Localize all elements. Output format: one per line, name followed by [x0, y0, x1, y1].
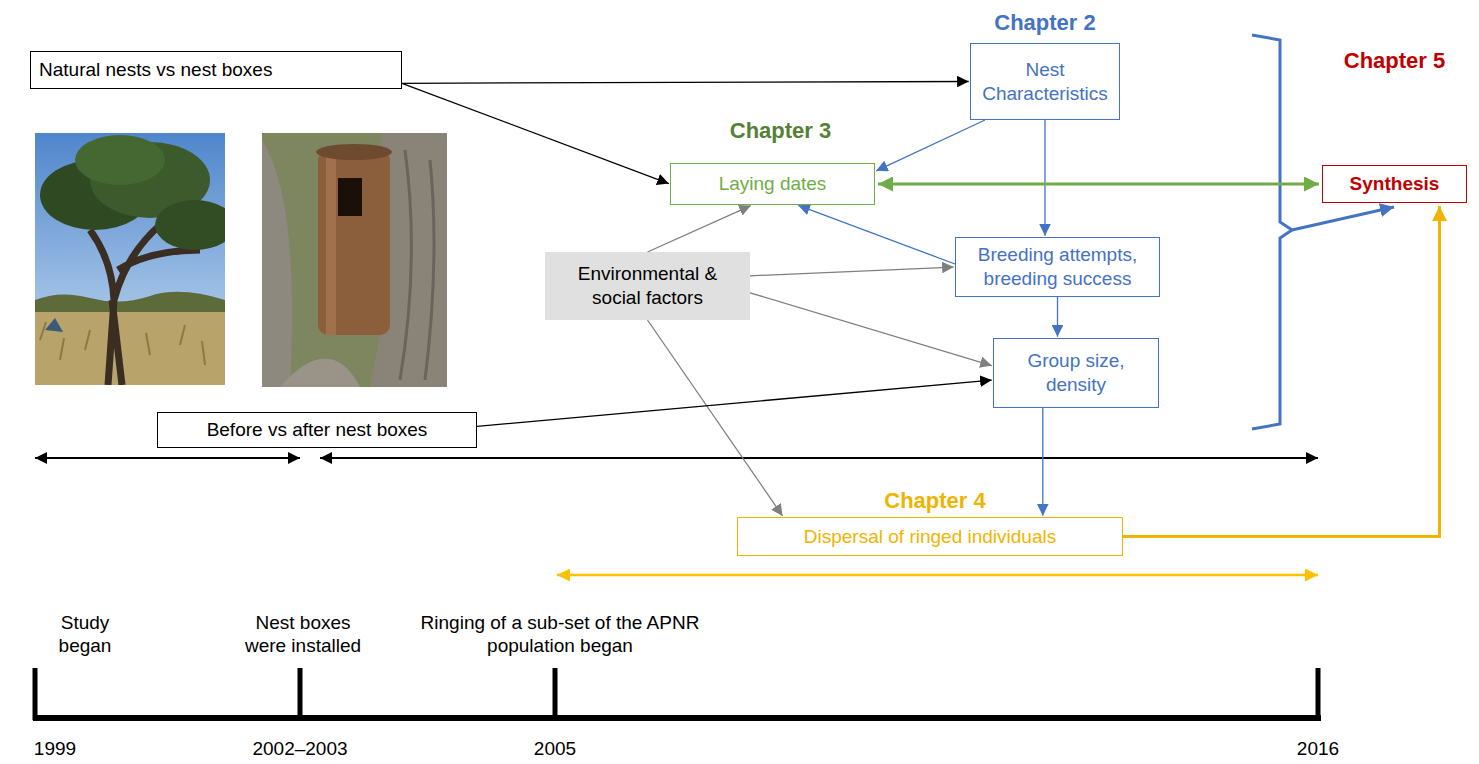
chapter-box: Breeding attempts, breeding success — [955, 237, 1160, 297]
connector — [1042, 408, 1043, 516]
year-label: 2005 — [515, 738, 595, 761]
connector — [402, 82, 969, 84]
chapter-box: Nest Characteristics — [970, 43, 1120, 120]
connector — [402, 83, 669, 183]
connector — [1123, 206, 1439, 537]
period-arrow — [557, 574, 1318, 577]
connector — [1044, 120, 1045, 236]
node-text: Laying dates — [679, 172, 866, 196]
node-text: Dispersal of ringed individuals — [746, 525, 1114, 549]
connector — [750, 267, 954, 276]
chapter-box: Group size, density — [993, 338, 1159, 408]
bracket-arrow — [1292, 207, 1394, 230]
node-text: Nest Characteristics — [979, 58, 1111, 106]
factor-box: Natural nests vs nest boxes — [30, 51, 402, 89]
chapter-box: Chapter 4Dispersal of ringed individuals — [737, 517, 1123, 556]
chapter-heading: Chapter 5 — [1344, 48, 1445, 74]
factor-box: Environmental & social factors — [545, 252, 750, 320]
node-text: Group size, density — [1002, 349, 1150, 397]
connector — [648, 206, 751, 252]
connector — [1057, 297, 1058, 337]
period-arrow — [320, 457, 1318, 459]
connector — [477, 380, 992, 426]
connector — [648, 320, 783, 516]
bracket — [1252, 35, 1292, 429]
node-text: Breeding attempts, breeding success — [964, 243, 1151, 291]
photo-nest-box — [262, 133, 447, 387]
chapter-heading: Chapter 3 — [730, 118, 831, 144]
connector — [876, 120, 985, 171]
connector — [798, 205, 955, 264]
timeline-event: Study began — [45, 612, 125, 658]
node-text: Before vs after nest boxes — [166, 418, 468, 442]
timeline-event: Ringing of a sub-set of the APNR populat… — [418, 612, 703, 658]
year-label: 2002–2003 — [235, 738, 365, 761]
photo-tree — [35, 133, 225, 385]
chapter-box: Chapter 3Laying dates — [670, 163, 875, 205]
node-text: Environmental & social factors — [553, 262, 742, 310]
year-label: 1999 — [15, 738, 95, 761]
timeline-event: Nest boxes were installed — [237, 612, 369, 658]
chapter-heading: Chapter 4 — [884, 488, 985, 514]
factor-box: Before vs after nest boxes — [157, 412, 477, 448]
timeline — [33, 668, 1321, 720]
synthesis-box: Chapter 5Synthesis — [1322, 165, 1467, 203]
chapter-heading: Chapter 2 — [975, 10, 1115, 36]
year-label: 2016 — [1278, 738, 1358, 761]
node-text: Natural nests vs nest boxes — [39, 58, 393, 82]
connector — [750, 293, 992, 366]
node-text: Synthesis — [1331, 172, 1458, 196]
connector — [878, 183, 1319, 186]
period-arrow — [35, 457, 300, 459]
